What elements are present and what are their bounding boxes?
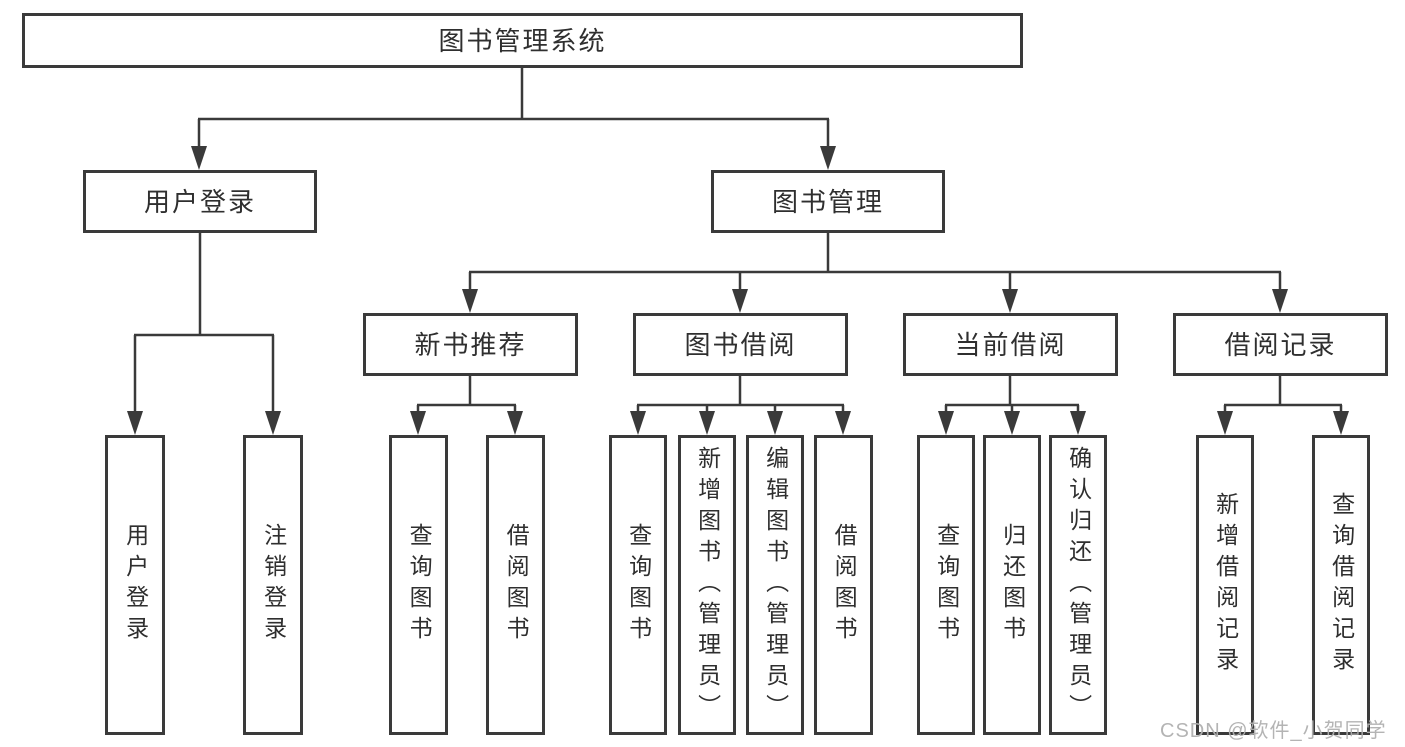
arrowhead-icon <box>191 146 207 170</box>
leaf-query-books-recommend: 查询图书 <box>389 435 448 735</box>
node-label: 新书推荐 <box>414 329 527 360</box>
node-user-login: 用户登录 <box>83 170 317 233</box>
node-label: 新增图书（管理员） <box>694 445 721 725</box>
leaf-logout: 注销登录 <box>243 435 303 735</box>
leaf-query-borrow-record: 查询借阅记录 <box>1312 435 1370 735</box>
node-label: 用户登录 <box>143 186 256 217</box>
leaf-add-borrow-record: 新增借阅记录 <box>1196 435 1254 735</box>
leaf-edit-books-admin: 编辑图书（管理员） <box>746 435 804 735</box>
node-label: 查询图书 <box>625 523 652 647</box>
connector-book-borrowing-to-leaves <box>630 376 851 435</box>
arrowhead-icon <box>1333 411 1349 435</box>
node-label: 借阅图书 <box>831 523 858 647</box>
arrowhead-icon <box>1002 289 1018 313</box>
node-label: 查询图书 <box>933 523 960 647</box>
arrowhead-icon <box>1004 411 1020 435</box>
arrowhead-icon <box>699 411 715 435</box>
node-label: 新增借阅记录 <box>1212 492 1239 678</box>
node-book-management: 图书管理 <box>711 170 945 233</box>
leaf-return-books: 归还图书 <box>983 435 1041 735</box>
node-label: 借阅记录 <box>1224 329 1337 360</box>
arrowhead-icon <box>265 411 281 435</box>
csdn-watermark: CSDN @软件_小贺同学 <box>1160 720 1387 742</box>
leaf-query-books-current: 查询图书 <box>917 435 975 735</box>
connector-current-borrowing-to-leaves <box>938 376 1086 435</box>
arrowhead-icon <box>462 289 478 313</box>
node-label: 图书借阅 <box>684 329 797 360</box>
connector-new-book-recommendation-to-leaves <box>410 376 523 435</box>
node-label: 用户登录 <box>122 523 149 647</box>
node-label: 注销登录 <box>260 523 287 647</box>
arrowhead-icon <box>835 411 851 435</box>
node-label: 归还图书 <box>999 523 1026 647</box>
arrowhead-icon <box>1070 411 1086 435</box>
connector-root-to-level2 <box>191 68 836 170</box>
arrowhead-icon <box>410 411 426 435</box>
node-label: 图书管理系统 <box>438 25 607 56</box>
node-label: 借阅图书 <box>503 523 530 647</box>
leaf-add-books-admin: 新增图书（管理员） <box>678 435 736 735</box>
node-label: 当前借阅 <box>954 329 1067 360</box>
arrowhead-icon <box>767 411 783 435</box>
node-label: 图书管理 <box>771 186 884 217</box>
leaf-borrow-books-recommend: 借阅图书 <box>486 435 545 735</box>
leaf-borrow-books: 借阅图书 <box>814 435 873 735</box>
node-label: 确认归还（管理员） <box>1065 445 1092 725</box>
arrowhead-icon <box>507 411 523 435</box>
leaf-query-books-borrow: 查询图书 <box>609 435 667 735</box>
arrowhead-icon <box>938 411 954 435</box>
arrowhead-icon <box>127 411 143 435</box>
arrowhead-icon <box>732 289 748 313</box>
arrowhead-icon <box>630 411 646 435</box>
arrowhead-icon <box>1272 289 1288 313</box>
node-library-management-system: 图书管理系统 <box>22 13 1023 68</box>
leaf-confirm-return-admin: 确认归还（管理员） <box>1049 435 1107 735</box>
node-book-borrowing: 图书借阅 <box>633 313 848 376</box>
node-label: 编辑图书（管理员） <box>762 445 789 725</box>
arrowhead-icon <box>820 146 836 170</box>
connector-book-management-to-level3 <box>462 233 1288 313</box>
connector-user-login-to-leaves <box>127 233 281 435</box>
node-current-borrowing: 当前借阅 <box>903 313 1118 376</box>
leaf-user-login: 用户登录 <box>105 435 165 735</box>
node-new-book-recommendation: 新书推荐 <box>363 313 578 376</box>
node-borrowing-records: 借阅记录 <box>1173 313 1388 376</box>
node-label: 查询图书 <box>406 523 433 647</box>
node-label: 查询借阅记录 <box>1328 492 1355 678</box>
connector-borrowing-records-to-leaves <box>1217 376 1349 435</box>
arrowhead-icon <box>1217 411 1233 435</box>
